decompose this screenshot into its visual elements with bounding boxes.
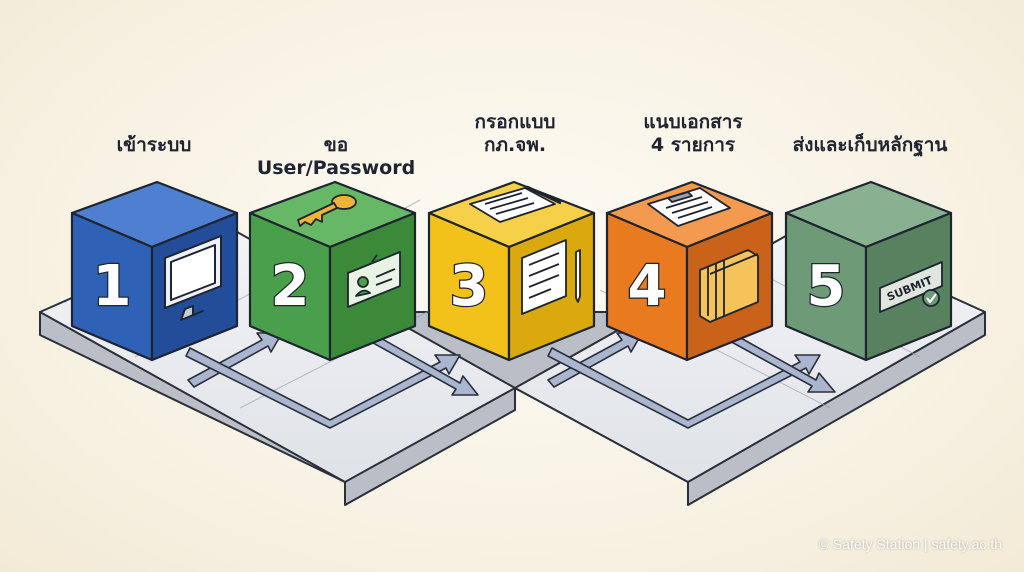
step-2-label: ขอ User/Password [256, 134, 416, 179]
clipboard-and-folders-icon [647, 187, 759, 323]
step-1-number: 1 [93, 254, 132, 319]
step-2-cube [248, 180, 417, 362]
arrow-1-2 [187, 332, 283, 388]
copyright-credit: © Safety Station | safety.ac.th [818, 536, 1002, 552]
key-and-id-badge-icon [297, 194, 401, 308]
submit-button-icon [879, 261, 943, 313]
step-2-number: 2 [271, 254, 310, 319]
arrow-route-1-3 [185, 347, 461, 429]
arrow-route-4-5 [547, 347, 821, 429]
arrow-3-4 [547, 332, 643, 388]
step-5-label: ส่งและเก็บหลักฐาน [792, 134, 948, 156]
step-3-number: 3 [450, 254, 489, 319]
step-5-number: 5 [807, 254, 846, 319]
step-1-cube [70, 180, 239, 362]
step-3-cube [427, 180, 596, 362]
step-4-number: 4 [628, 254, 667, 319]
step-3-label: กรอกแบบ กภ.จพ. [474, 111, 556, 156]
computer-monitor-icon [164, 235, 222, 321]
step-4-cube [605, 180, 774, 362]
step-4-label: แนบเอกสาร 4 รายการ [643, 111, 743, 156]
arrow-5-down [725, 331, 836, 393]
step-5-cube [784, 180, 953, 362]
flow-arrows [185, 331, 836, 429]
step-1-label: เข้าระบบ [116, 134, 192, 156]
arrow-3-down [365, 331, 479, 396]
form-and-pen-icon [469, 185, 581, 315]
